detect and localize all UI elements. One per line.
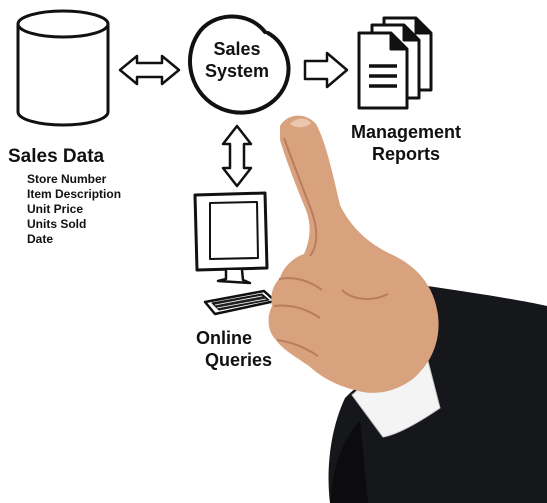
online-queries-label-line1: Online (196, 328, 253, 348)
documents-stack-icon (357, 16, 433, 110)
sales-data-field: Date (27, 232, 54, 246)
management-reports-label: Management Reports (340, 121, 472, 165)
pointing-hand-image (268, 115, 439, 393)
right-arrow-icon (303, 51, 349, 89)
database-cylinder-icon (16, 9, 110, 127)
computer-monitor-icon (193, 191, 269, 285)
sales-system-label: Sales System (192, 38, 282, 82)
double-arrow-icon (118, 54, 181, 86)
sales-data-field-list: Store Number Item Description Unit Price… (27, 172, 121, 247)
sales-data-field: Unit Price (27, 202, 84, 216)
vertical-double-arrow-icon (221, 124, 253, 188)
sales-data-field: Units Sold (27, 217, 87, 231)
online-queries-label: Online Queries (188, 327, 288, 371)
sales-data-field: Item Description (27, 187, 122, 201)
sales-data-field: Store Number (27, 172, 107, 186)
sales-data-title: Sales Data (8, 146, 105, 167)
keyboard-icon (203, 289, 277, 316)
online-queries-label-line2: Queries (205, 350, 273, 370)
suit-sleeve (328, 285, 547, 503)
sales-system-label-line1: Sales (213, 39, 261, 59)
sales-system-label-line2: System (204, 61, 270, 81)
management-reports-label-line1: Management (350, 122, 462, 142)
sales-system-circle (188, 14, 291, 115)
management-reports-label-line2: Reports (371, 144, 440, 164)
